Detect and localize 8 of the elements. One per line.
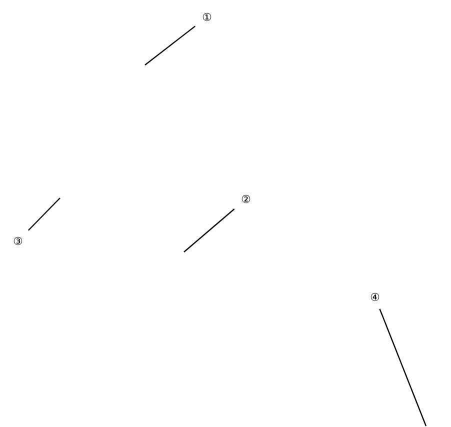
callout-number: ①: [202, 12, 212, 22]
callout-number: ④: [370, 292, 380, 302]
leader-line: [28, 198, 60, 231]
leader-line: [184, 208, 235, 252]
leader-line: [379, 308, 427, 426]
leader-line: [144, 26, 196, 66]
callout-number: ③: [14, 236, 22, 246]
callout-number: ②: [242, 194, 250, 204]
